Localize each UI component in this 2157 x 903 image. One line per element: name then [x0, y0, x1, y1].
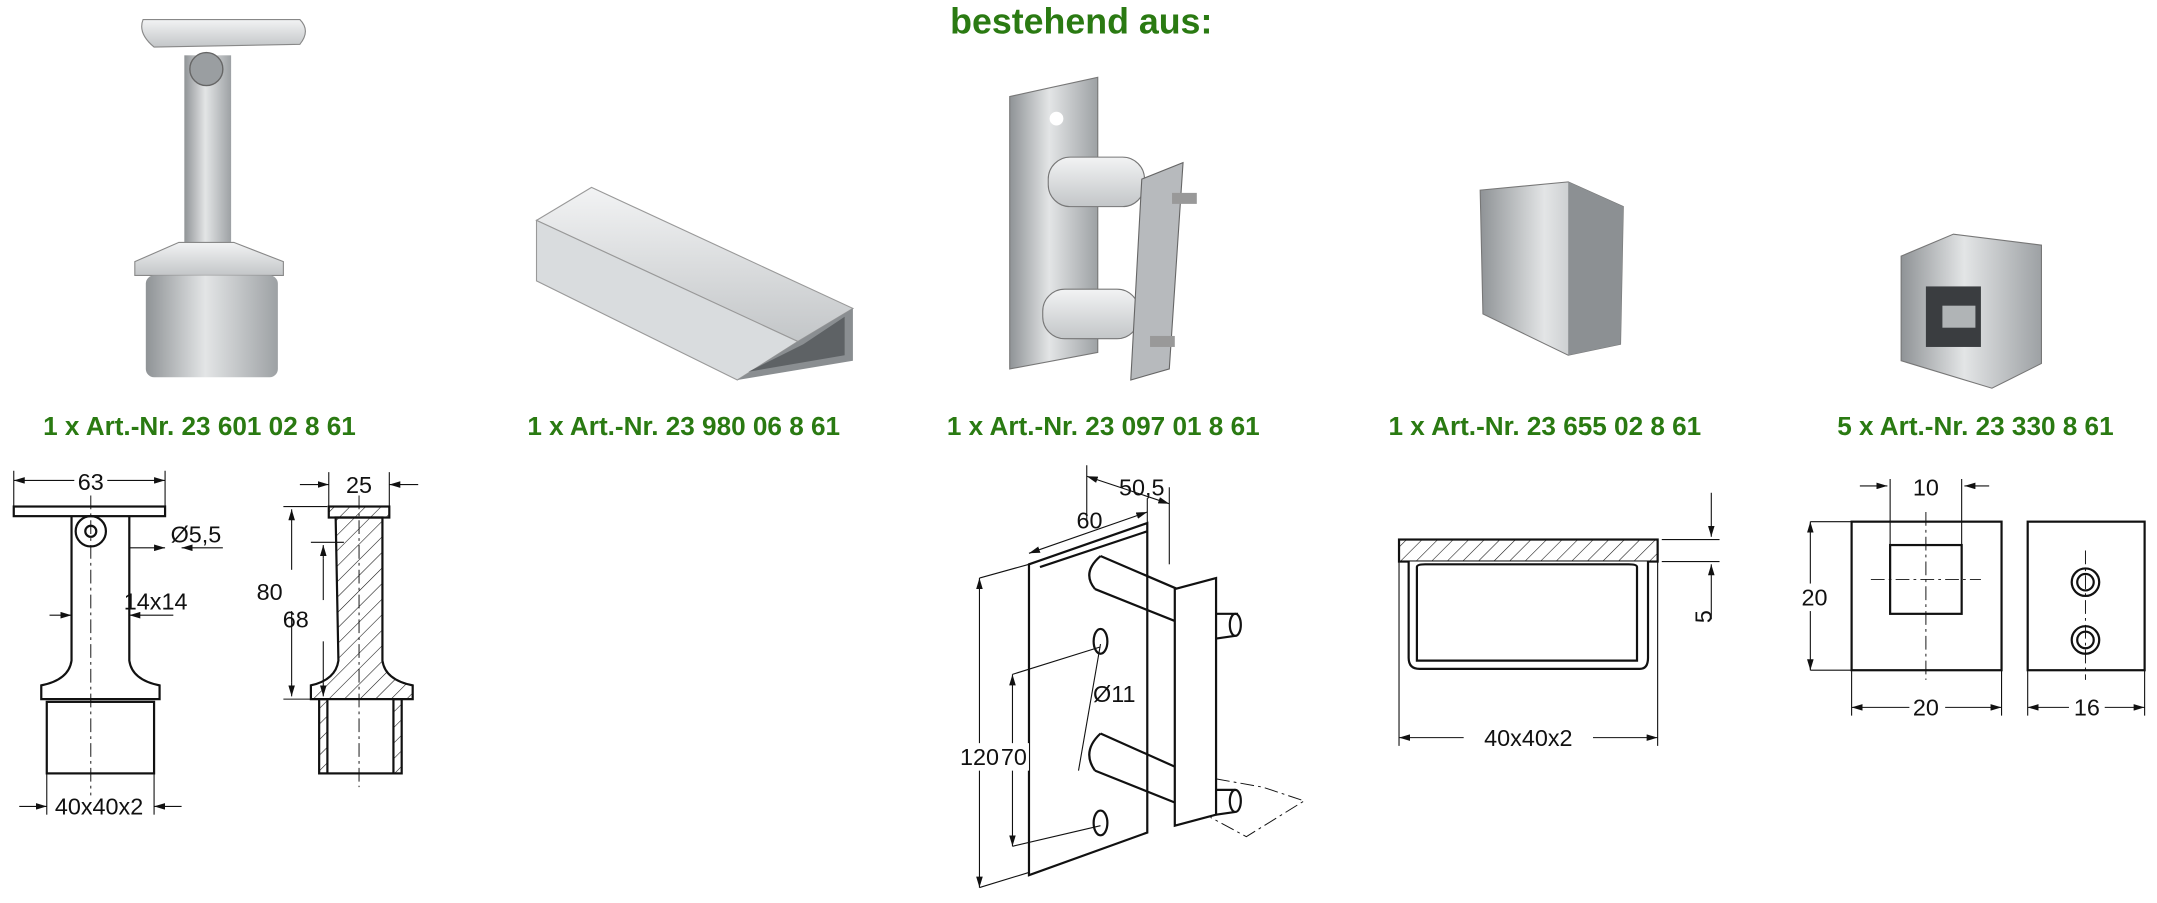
post-front-drawing: 63 Ø5,5 14x14 40x40x2 — [12, 468, 223, 820]
handrail-support-post-photo — [134, 18, 306, 378]
svg-text:20: 20 — [1913, 695, 1939, 721]
svg-text:Ø11: Ø11 — [1093, 681, 1135, 707]
square-connector-photo — [1900, 233, 2042, 389]
svg-text:50,5: 50,5 — [1119, 475, 1165, 501]
end-cap-drawing: 5 40x40x2 — [1397, 492, 1720, 751]
svg-text:Ø5,5: Ø5,5 — [171, 521, 222, 547]
square-tube-photo — [535, 186, 855, 381]
svg-text:120: 120 — [960, 744, 999, 770]
svg-text:20: 20 — [1801, 585, 1827, 611]
svg-text:40x40x2: 40x40x2 — [1484, 725, 1572, 751]
svg-text:63: 63 — [78, 469, 104, 495]
part-label-post: 1 x Art.-Nr. 23 601 02 8 61 — [43, 411, 356, 441]
part-label-tube: 1 x Art.-Nr. 23 980 06 8 61 — [527, 411, 840, 441]
connector-drawing: 10 20 20 16 — [1796, 475, 2146, 722]
part-label-connector: 5 x Art.-Nr. 23 330 8 61 — [1837, 411, 2113, 441]
part-label-cap: 1 x Art.-Nr. 23 655 02 8 61 — [1388, 411, 1701, 441]
end-cap-photo — [1479, 181, 1624, 356]
svg-text:60: 60 — [1076, 508, 1102, 534]
svg-text:80: 80 — [257, 579, 283, 605]
svg-text:5: 5 — [1690, 610, 1716, 623]
svg-text:70: 70 — [1001, 744, 1027, 770]
part-label-bracket: 1 x Art.-Nr. 23 097 01 8 61 — [947, 411, 1260, 441]
svg-text:10: 10 — [1913, 475, 1939, 501]
svg-text:14x14: 14x14 — [124, 589, 188, 615]
svg-text:16: 16 — [2074, 695, 2100, 721]
page-title: bestehend aus: — [950, 1, 1212, 41]
post-side-drawing: 25 80 68 — [257, 472, 419, 788]
wall-mount-bracket-photo — [1009, 76, 1197, 381]
svg-text:40x40x2: 40x40x2 — [55, 794, 143, 820]
svg-text:25: 25 — [346, 472, 372, 498]
bracket-drawing: 50,5 60 Ø11 120 70 — [957, 465, 1306, 889]
svg-text:68: 68 — [283, 607, 309, 633]
